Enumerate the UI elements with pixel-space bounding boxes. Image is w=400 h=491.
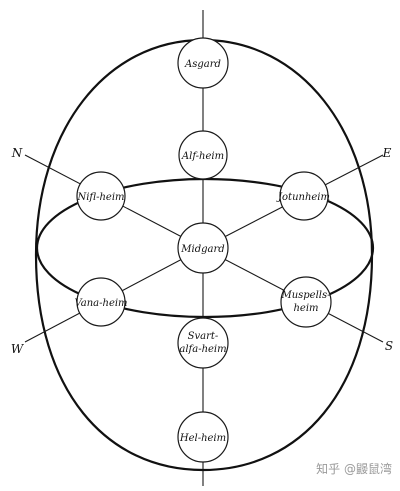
svartalfaheim-label-line2: alfa-heim [179,344,226,355]
midgard-circle [177,222,229,274]
alfheim-circle [178,130,228,180]
helheim-circle [177,411,229,463]
muspellsheim-circle [280,276,332,328]
jotunheim-circle [279,171,329,221]
muspellsheim-label-line2: heim [293,303,318,314]
svartalfaheim-circle [177,317,229,369]
alfheim-label: Alf-heim [181,151,224,162]
compass-north-label: N [11,146,23,160]
helheim-label: Hel-heim [179,433,226,444]
asgard-circle [177,37,229,89]
vanaheim-circle [76,277,126,327]
muspellsheim-label-line1: Muspells- [280,290,331,301]
asgard-label: Asgard [184,59,221,70]
svartalfaheim-label-line1: Svart- [188,331,219,342]
outer-boundary [34,38,374,472]
niflheim-circle [76,171,126,221]
midgard-label: Midgard [180,244,224,255]
compass-east-label: E [382,146,392,160]
jotunheim-label: Jotunheim [276,192,330,203]
vanaheim-label: Vana-heim [74,298,127,309]
compass-west-label: W [11,342,25,356]
watermark: 知乎 @鼹鼠湾 [316,462,392,476]
compass-south-label: S [385,339,393,353]
niflheim-label: Nifl-heim [76,192,124,203]
